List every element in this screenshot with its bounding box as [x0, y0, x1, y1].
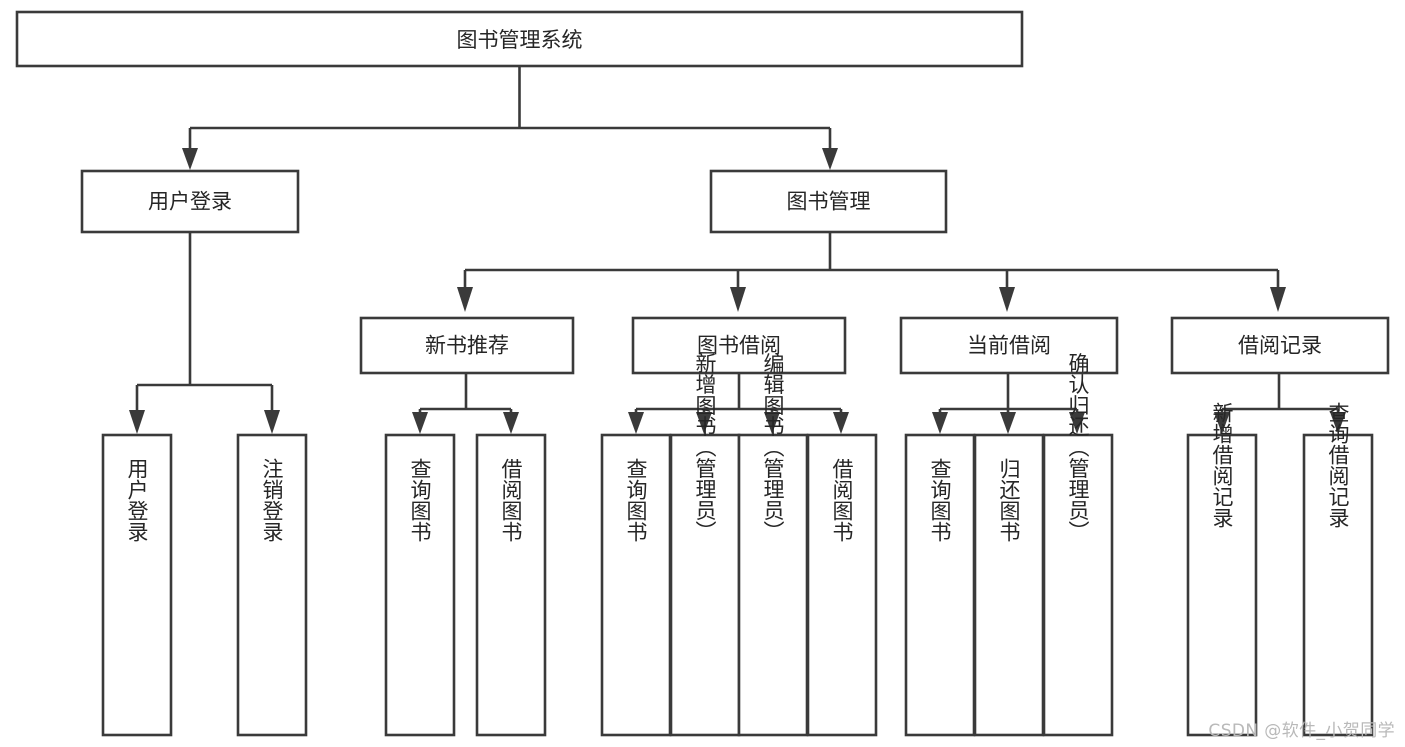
node-leaf-newbook-borrow-box[interactable]	[475, 433, 547, 737]
arrow-to-leaf-logout	[264, 410, 280, 434]
node-leaf-newbook-query-box[interactable]	[384, 433, 456, 737]
arrow-borrowrecord-leaf-2	[1330, 412, 1346, 434]
node-leaf-logout[interactable]: 注销登录	[236, 433, 308, 737]
node-leaf-current-query[interactable]: 查询图书	[904, 433, 976, 737]
arrow-to-current-borrow	[999, 287, 1015, 312]
node-leaf-borrow-do-box[interactable]	[806, 433, 878, 737]
node-leaf-current-confirm[interactable]: 确认归还（管理员）	[1042, 353, 1114, 737]
node-new-book-recommend-box[interactable]	[359, 316, 575, 375]
arrow-currentborrow-leaf-3	[1069, 412, 1085, 434]
node-leaf-current-return-label: 归还图书	[997, 458, 1021, 542]
arrow-to-borrow-record	[1270, 287, 1286, 312]
node-book-manage[interactable]: 图书管理	[709, 169, 948, 234]
node-leaf-newbook-borrow-label: 借阅图书	[499, 458, 523, 542]
node-leaf-newbook-query-label: 查询图书	[408, 458, 432, 542]
node-leaf-borrow-query[interactable]: 查询图书	[600, 433, 672, 737]
node-leaf-current-confirm-box[interactable]	[1042, 433, 1114, 737]
node-leaf-newbook-query[interactable]: 查询图书	[384, 433, 456, 737]
node-book-borrow-box[interactable]	[631, 316, 847, 375]
node-book-borrow[interactable]: 图书借阅	[631, 316, 847, 375]
arrow-currentborrow-leaf-1	[932, 412, 948, 434]
node-leaf-record-query-label: 查询借阅记录	[1326, 402, 1350, 528]
node-leaf-borrow-add-box[interactable]	[669, 433, 741, 737]
node-leaf-logout-box[interactable]	[236, 433, 308, 737]
arrow-newbook-leaf-1	[412, 412, 428, 434]
node-leaf-current-return[interactable]: 归还图书	[973, 433, 1045, 737]
node-leaf-borrow-add[interactable]: 新增图书（管理员）	[669, 353, 741, 737]
node-leaf-current-return-box[interactable]	[973, 433, 1045, 737]
node-leaf-borrow-query-box[interactable]	[600, 433, 672, 737]
node-new-book-recommend[interactable]: 新书推荐	[359, 316, 575, 375]
node-user-login[interactable]: 用户登录	[80, 169, 300, 234]
node-borrow-record-label: 借阅记录	[1238, 334, 1322, 358]
node-user-login-label: 用户登录	[148, 190, 232, 214]
node-leaf-borrow-edit-label: 编辑图书（管理员）	[761, 353, 785, 542]
arrow-bookborrow-leaf-4	[833, 412, 849, 434]
node-root-box[interactable]	[15, 10, 1024, 68]
arrow-currentborrow-leaf-2	[1000, 412, 1016, 434]
node-leaf-borrow-do-label: 借阅图书	[830, 458, 854, 542]
arrow-to-new-book	[457, 287, 473, 312]
node-leaf-user-login-box[interactable]	[101, 433, 173, 737]
node-book-manage-box[interactable]	[709, 169, 948, 234]
edge-layer	[129, 66, 1346, 434]
node-leaf-record-add-box[interactable]	[1186, 433, 1258, 737]
node-current-borrow[interactable]: 当前借阅	[899, 316, 1119, 375]
node-current-borrow-box[interactable]	[899, 316, 1119, 375]
node-leaf-user-login-label: 用户登录	[125, 458, 149, 542]
node-leaf-logout-label: 注销登录	[260, 458, 284, 542]
node-root[interactable]: 图书管理系统	[15, 10, 1024, 68]
node-leaf-borrow-edit[interactable]: 编辑图书（管理员）	[737, 353, 809, 737]
node-current-borrow-label: 当前借阅	[967, 334, 1051, 358]
node-leaf-current-query-box[interactable]	[904, 433, 976, 737]
node-leaf-borrow-do[interactable]: 借阅图书	[806, 433, 878, 737]
node-leaf-user-login[interactable]: 用户登录	[101, 433, 173, 737]
node-leaf-record-query-box[interactable]	[1302, 433, 1374, 737]
node-leaf-newbook-borrow[interactable]: 借阅图书	[475, 433, 547, 737]
node-book-manage-label: 图书管理	[787, 190, 871, 214]
node-leaf-record-add-label: 新增借阅记录	[1210, 402, 1234, 528]
arrow-to-book-borrow	[730, 287, 746, 312]
arrow-newbook-leaf-2	[503, 412, 519, 434]
node-new-book-recommend-label: 新书推荐	[425, 334, 509, 358]
node-leaf-borrow-add-label: 新增图书（管理员）	[693, 353, 717, 542]
arrow-to-leaf-user-login	[129, 410, 145, 434]
node-leaf-current-query-label: 查询图书	[928, 458, 952, 542]
node-leaf-record-query[interactable]: 查询借阅记录	[1302, 402, 1374, 737]
arrow-bookborrow-leaf-3	[764, 412, 780, 434]
arrow-borrowrecord-leaf-1	[1214, 412, 1230, 434]
arrow-to-book-manage	[822, 148, 838, 170]
arrow-to-user-login	[182, 148, 198, 170]
node-borrow-record[interactable]: 借阅记录	[1170, 316, 1390, 375]
node-leaf-borrow-query-label: 查询图书	[624, 458, 648, 542]
node-leaf-current-confirm-label: 确认归还（管理员）	[1066, 353, 1090, 542]
csdn-watermark: CSDN @软件_小贺同学	[1208, 721, 1395, 741]
arrow-bookborrow-leaf-2	[696, 412, 712, 434]
arrow-bookborrow-leaf-1	[628, 412, 644, 434]
node-root-label: 图书管理系统	[457, 28, 583, 52]
node-book-borrow-label: 图书借阅	[697, 334, 781, 358]
node-leaf-record-add[interactable]: 新增借阅记录	[1186, 402, 1258, 737]
node-user-login-box[interactable]	[80, 169, 300, 234]
node-borrow-record-box[interactable]	[1170, 316, 1390, 375]
node-leaf-borrow-edit-box[interactable]	[737, 433, 809, 737]
